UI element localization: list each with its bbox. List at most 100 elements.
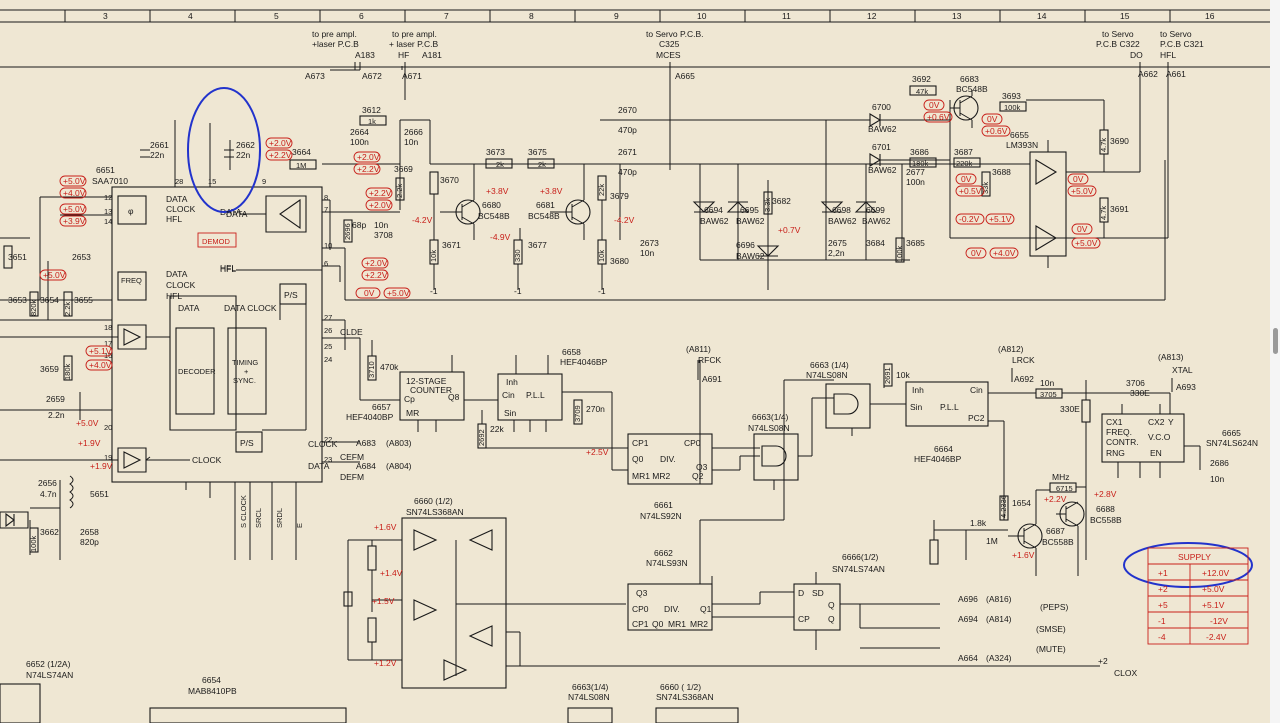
supply-rail: -1 <box>1158 616 1166 626</box>
component-label: 2659 <box>46 394 65 404</box>
grid-number: 4 <box>188 11 193 21</box>
header-label: P.C.B C321 <box>1160 39 1204 49</box>
pin-label: Cp <box>404 394 415 404</box>
component-label: 22n <box>150 150 164 160</box>
svg-text:+2.0V: +2.0V <box>369 200 392 210</box>
component-label: 4.2336 <box>999 495 1008 518</box>
svg-text:+2.0V: +2.0V <box>357 152 380 162</box>
component-label: 1654 <box>1012 498 1031 508</box>
row2-wires <box>360 340 628 471</box>
signal-label: -1 <box>514 286 522 296</box>
vco-title: FREQ. <box>1106 427 1132 437</box>
scrollbar-thumb[interactable] <box>1273 328 1278 354</box>
pin-label: DATA <box>166 194 188 204</box>
header-label: to Servo <box>1102 29 1134 39</box>
svg-text:+5.0V: +5.0V <box>76 418 99 428</box>
grid-number: 13 <box>952 11 962 21</box>
transistor-6681-leads <box>550 199 585 225</box>
svg-text:+1.5V: +1.5V <box>372 596 395 606</box>
component-label: 22k <box>597 184 606 196</box>
component-label: 22n <box>236 150 250 160</box>
component-label: 10n <box>640 248 654 258</box>
component-label: 1M <box>296 161 306 170</box>
connector-label: A684 <box>356 461 376 471</box>
ic-title: COUNTER <box>410 385 452 395</box>
transistor-6680-leads <box>440 199 475 225</box>
svg-text:23: 23 <box>324 455 332 464</box>
connector-label: A683 <box>356 438 376 448</box>
svg-text:+5.0V: +5.0V <box>63 204 86 214</box>
supply-table-title: SUPPLY <box>1178 552 1211 562</box>
supply-rail: +2 <box>1158 584 1168 594</box>
resistor-3662 <box>29 527 39 553</box>
diode-ref: 6696 <box>736 240 755 250</box>
resistor-3666 <box>343 219 353 243</box>
ic-ref: 6665 <box>1222 428 1241 438</box>
transistor-part: BC558B <box>1090 515 1122 525</box>
supply-highlight-ellipse <box>1123 542 1253 588</box>
component-label: 2670 <box>618 105 637 115</box>
component-label: 3686 <box>910 147 929 157</box>
svg-text:0V: 0V <box>987 114 998 124</box>
header-label: to Servo <box>1160 29 1192 39</box>
svg-text:15: 15 <box>208 177 216 186</box>
crystal-wires <box>347 539 1100 667</box>
header-label: MCES <box>656 50 681 60</box>
svg-text:+0.6V: +0.6V <box>927 112 950 122</box>
ic-ref: 6663 (1/4) <box>810 360 849 370</box>
grid-number: 9 <box>614 11 619 21</box>
svg-text:+5.1V: +5.1V <box>989 214 1012 224</box>
nand2-gate <box>833 393 859 415</box>
transistor-ref: 6688 <box>1096 504 1115 514</box>
component-label: 3.3k <box>763 198 772 212</box>
component-label: 2656 <box>38 478 57 488</box>
vertical-scrollbar[interactable] <box>1270 0 1280 723</box>
freq-label: FREQ <box>121 276 142 285</box>
svg-text:26: 26 <box>324 326 332 335</box>
header-label: P.C.B C322 <box>1096 39 1140 49</box>
ic-part: MAB8410PB <box>188 686 237 696</box>
component-label: 1k <box>368 117 376 126</box>
resistor-3664 <box>289 159 317 170</box>
pin-label: Q0 <box>632 454 644 464</box>
ic-part: N74LS74AN <box>26 670 73 680</box>
diode-ref: 6695 <box>740 205 759 215</box>
component-label: 2.2k <box>63 302 72 316</box>
component-label: 3654 <box>40 295 59 305</box>
inductor-5651 <box>69 475 74 509</box>
phi-icon: φ <box>128 206 134 216</box>
header-label: DO <box>1130 50 1143 60</box>
svg-text:+5.0V: +5.0V <box>1075 238 1098 248</box>
pin-label: CLOCK <box>166 280 196 290</box>
connector-label: A692 <box>1014 374 1034 384</box>
signal-label: SRCL <box>254 508 263 528</box>
connector-label: (A803) <box>386 438 412 448</box>
resistor-3612 <box>359 115 387 126</box>
connector-label: A693 <box>1176 382 1196 392</box>
signal-label: CEFM <box>340 452 364 462</box>
buffer-triangle-3 <box>413 599 438 621</box>
ic-nand2 <box>825 383 871 429</box>
svg-text:+0.7V: +0.7V <box>778 225 801 235</box>
component-label: 3669 <box>394 164 413 174</box>
saa-bottom-wires <box>185 482 297 560</box>
svg-text:19: 19 <box>104 453 112 462</box>
internal-block <box>169 295 237 431</box>
svg-text:28: 28 <box>175 177 183 186</box>
ps-wire <box>0 294 307 461</box>
resistor-3708 <box>999 495 1009 521</box>
ic-bottom-2 <box>149 707 347 723</box>
mid-wires <box>322 119 1166 463</box>
svg-text:+5.1V: +5.1V <box>89 346 112 356</box>
component-label: 3651 <box>8 252 27 262</box>
component-label: MHz <box>1052 472 1069 482</box>
vco-pin: V.C.O <box>1148 432 1171 442</box>
component-label: 10n <box>1040 378 1054 388</box>
signal-label: XTAL <box>1172 365 1193 375</box>
ic-part: N74LS08N <box>806 370 848 380</box>
resistor-3659 <box>63 355 73 381</box>
vco-title: RNG <box>1106 448 1125 458</box>
signal-label: (MUTE) <box>1036 644 1066 654</box>
svg-text:7: 7 <box>324 205 328 214</box>
